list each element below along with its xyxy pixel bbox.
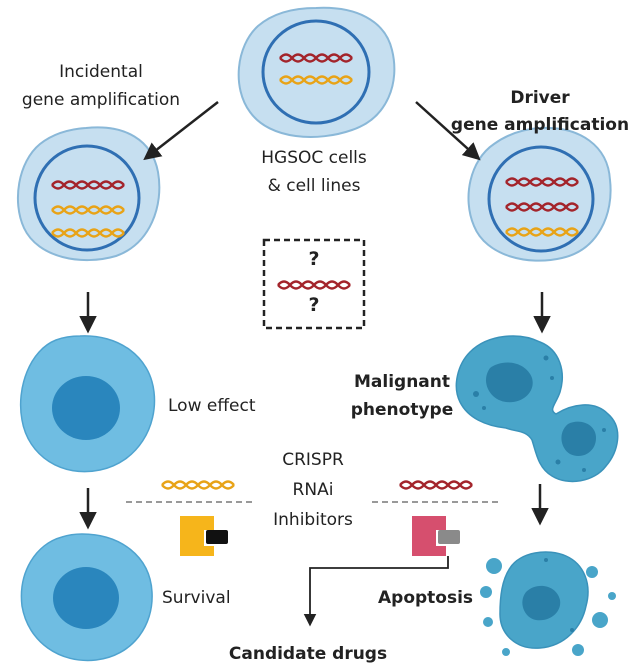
dna-red-right [398, 480, 474, 490]
hgsoc-label-line2: & cell lines [267, 176, 361, 196]
survival-label: Survival [162, 588, 231, 608]
malignant-cell [455, 335, 619, 483]
apoptotic-cell [480, 551, 616, 656]
top-cell [237, 6, 396, 138]
rnai-label: RNAi [292, 480, 334, 500]
arrow-top-to-right [415, 101, 481, 161]
dna-orange-left [160, 480, 236, 490]
arrow-top-to-left [143, 101, 219, 161]
survival-cell [20, 533, 153, 662]
question-top: ? [308, 248, 320, 270]
malignant-label-line1: Malignant [353, 372, 451, 392]
unknown-gene-box [262, 238, 366, 330]
crispr-label: CRISPR [282, 450, 344, 470]
arrow-to-candidate-drugs [303, 556, 449, 627]
candidate-drugs-label: Candidate drugs [228, 644, 388, 664]
right-cell [467, 126, 612, 262]
malignant-label-line2: phenotype [350, 400, 454, 420]
incidental-label-line1: Incidental [59, 62, 143, 82]
question-bottom: ? [308, 294, 320, 316]
left-cell [17, 126, 161, 262]
inhibitors-label: Inhibitors [273, 510, 353, 530]
inhibitor-pink [412, 516, 460, 556]
inhibitor-yellow [180, 516, 228, 556]
low-effect-label: Low effect [168, 396, 256, 416]
incidental-label-line2: gene amplification [21, 90, 181, 110]
driver-label-line1: Driver [510, 88, 570, 108]
hgsoc-label-line1: HGSOC cells [261, 148, 367, 168]
low-effect-cell [19, 335, 156, 473]
driver-label-line2: gene amplification [450, 115, 630, 135]
apoptosis-label: Apoptosis [378, 588, 474, 608]
